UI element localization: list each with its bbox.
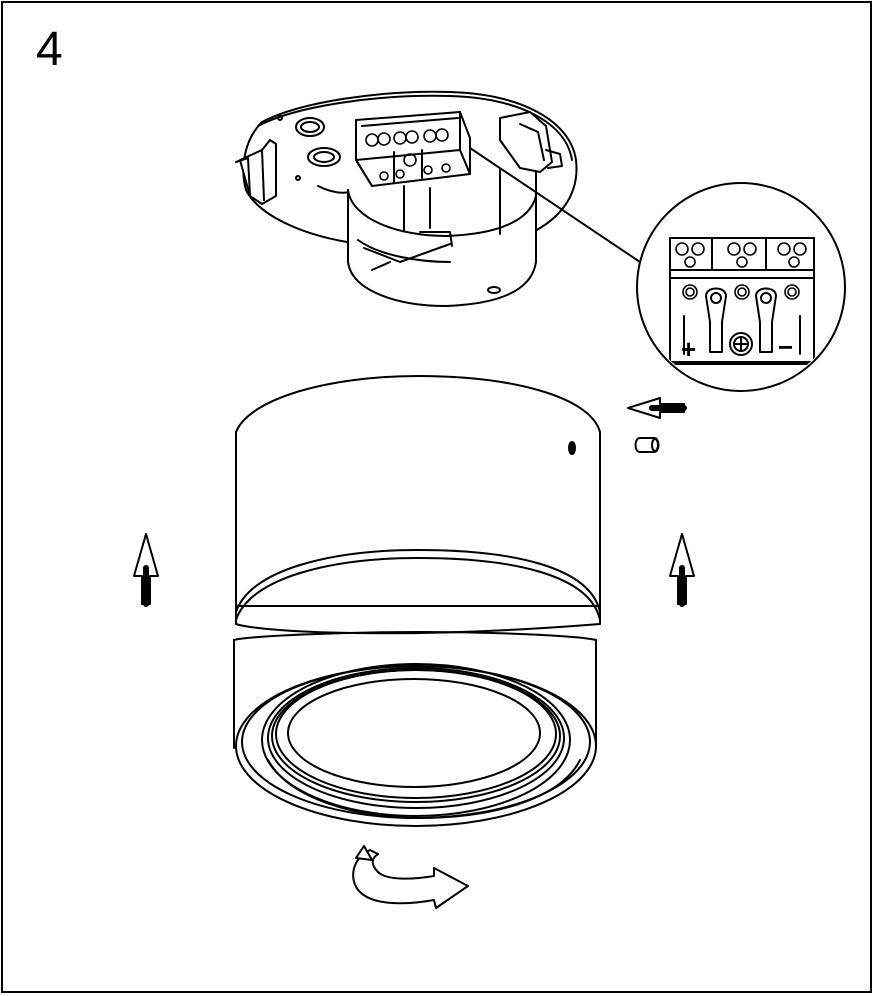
terminal-block-detail-magnifier <box>636 182 846 392</box>
push-up-arrow-icon <box>669 533 695 607</box>
mounting-plate-with-terminal-block <box>235 90 578 307</box>
detail-leader-line <box>469 147 641 263</box>
screw-insert-arrow-icon <box>627 397 687 419</box>
twist-rotate-arrow-icon <box>352 845 469 909</box>
polarity-plus-label: + <box>681 334 696 364</box>
polarity-minus-label: − <box>778 332 793 362</box>
set-screw-icon <box>634 437 660 453</box>
cylindrical-ceiling-lamp-body <box>233 375 601 827</box>
step-number: 4 <box>36 23 63 76</box>
push-up-arrow-icon <box>133 533 159 607</box>
